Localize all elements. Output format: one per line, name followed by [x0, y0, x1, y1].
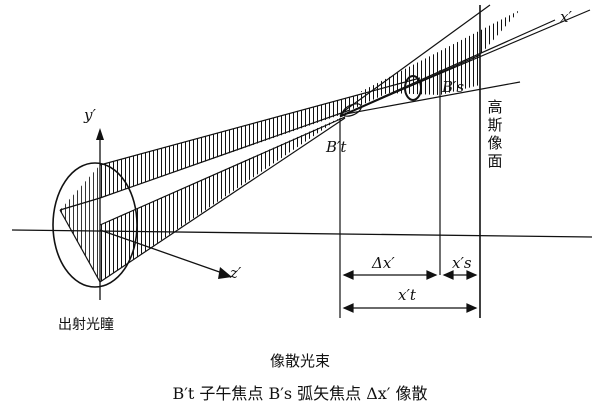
delta-x-dimension — [342, 270, 438, 280]
delta-x-label: Δx′ — [372, 254, 395, 272]
gauss-plane-label: 高斯像面 — [487, 98, 503, 170]
beam-rays — [59, 4, 591, 283]
xt-label: x′t — [398, 286, 416, 304]
z-axis-label: z′ — [230, 264, 242, 282]
xs-label: x′s — [452, 254, 472, 272]
bs-label: B′s — [442, 78, 465, 96]
optical-axis — [11, 229, 593, 238]
y-axis-label: y′ — [84, 106, 96, 124]
left-pupil-hatch — [60, 165, 100, 282]
xs-dimension — [442, 270, 478, 280]
figure-title: 像散光束 — [269, 352, 330, 370]
z-axis-line — [99, 229, 229, 276]
xt-dimension — [342, 303, 478, 313]
exit-pupil-label: 出射光瞳 — [58, 317, 114, 333]
lower-hatched-fan — [100, 118, 340, 282]
y-axis-arrow — [96, 128, 104, 140]
upper-hatched-fan — [100, 78, 420, 198]
bt-label: B′t — [326, 138, 347, 156]
exit-pupil-ellipse — [52, 162, 138, 288]
sagittal-focus-ellipse — [404, 75, 422, 101]
figure-legend: B′t 子午焦点 B′s 弧矢焦点 Δx′ 像散 — [172, 384, 428, 403]
z-axis-arrow — [218, 267, 232, 279]
x-axis-label: x′ — [560, 8, 572, 26]
tangential-focus-ellipse — [342, 103, 362, 117]
